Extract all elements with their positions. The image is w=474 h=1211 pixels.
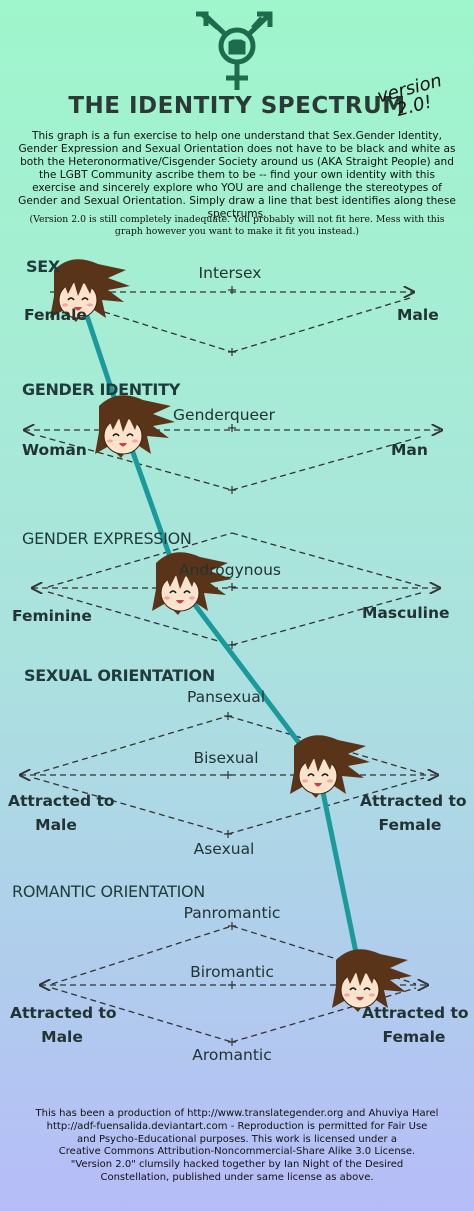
credits-line: http://adf-fuensalida.deviantart.com - R… [46, 1120, 428, 1132]
romantic-orientation-top-label: Panromantic [183, 904, 281, 922]
chibi-head-sexual-orientation-marker-icon [289, 734, 371, 799]
page-title: THE IDENTITY SPECTRUM [68, 93, 406, 119]
sex-spectrum-lines [50, 292, 414, 353]
gender-identity-spectrum-lines [24, 430, 442, 491]
gender-identity-heading: GENDER IDENTITY [22, 380, 180, 399]
romantic-orientation-bottom-label: Aromantic [192, 1046, 272, 1064]
romantic-orientation-left-label: Attracted to Male [10, 1004, 117, 1046]
gender-expression-spectrum-lines [32, 532, 440, 646]
sex-heading: SEX [26, 257, 60, 276]
gender-expression-middle-label: Androgynous [179, 561, 281, 579]
credits-line: This has been a production of http://www… [35, 1108, 439, 1119]
sexual-orientation-heading: SEXUAL ORIENTATION [24, 666, 215, 685]
credits-line: "Version 2.0" clumsily hacked together b… [70, 1159, 404, 1171]
romantic-orientation-right-label: Attracted to Female [362, 1004, 469, 1046]
credits-line: Constellation, published under same lice… [100, 1171, 374, 1183]
gender-expression-right-label: Masculine [362, 604, 450, 622]
gender-expression-left-label: Feminine [12, 607, 92, 625]
version-note: (Version 2.0 is still completely inadequ… [29, 214, 445, 237]
sex-left-label: Female [24, 306, 87, 324]
sexual-orientation-middle-label: Bisexual [193, 749, 259, 767]
credits-footer: This has been a production of http://www… [10, 1108, 464, 1185]
sex-middle-label: Intersex [198, 264, 262, 282]
chibi-head-gender-identity-marker-icon [94, 394, 176, 459]
intro-paragraph: This graph is a fun exercise to help one… [18, 130, 456, 220]
gender-expression-heading: GENDER EXPRESSION [22, 529, 192, 548]
transgender-fist-symbol-icon [196, 11, 273, 90]
gender-identity-right-label: Man [391, 441, 428, 459]
gender-identity-middle-label: Genderqueer [173, 406, 275, 424]
credits-line: Creative Commons Attribution-Noncommerci… [58, 1146, 416, 1158]
sexual-orientation-top-label: Pansexual [186, 688, 266, 706]
gender-identity-left-label: Woman [22, 441, 87, 459]
sexual-orientation-right-label: Attracted to Female [360, 792, 467, 834]
credits-line: and Psycho-Educational purposes. This wo… [77, 1133, 397, 1145]
sexual-orientation-bottom-label: Asexual [193, 840, 255, 858]
sexual-orientation-left-label: Attracted to Male [8, 792, 115, 834]
romantic-orientation-heading: ROMANTIC ORIENTATION [12, 882, 205, 901]
sex-right-label: Male [397, 306, 439, 324]
romantic-orientation-middle-label: Biromantic [190, 963, 274, 981]
